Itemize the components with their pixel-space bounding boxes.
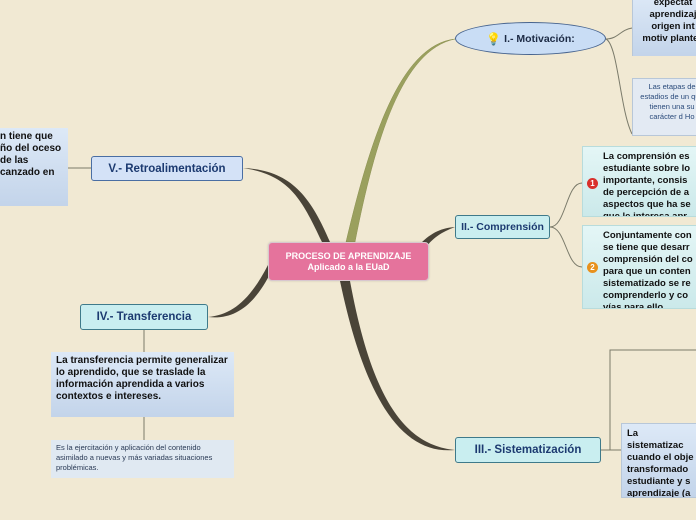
connector-comprension-2: [549, 226, 583, 268]
topic-sistematizacion[interactable]: III.- Sistematización: [455, 437, 601, 463]
central-title-line2: Aplicado a la EUaD: [307, 261, 390, 272]
branch-retroalimentacion: [243, 168, 330, 242]
transferencia-note[interactable]: Es la ejercitación y aplicación del cont…: [51, 440, 234, 478]
priority-1-icon: 1: [587, 178, 598, 189]
connector-comprension-1: [549, 182, 583, 228]
connector-motivacion-note: [605, 38, 633, 135]
transferencia-subtopic-text: La transferencia permite generalizar lo …: [56, 355, 228, 402]
lightbulb-icon: 💡: [486, 31, 502, 46]
motivacion-subtopic[interactable]: expectat aprendizaj origen int motiv pla…: [632, 0, 696, 56]
sistematizacion-subtopic-text: La sistematizac cuando el obje transform…: [627, 428, 694, 498]
branch-transferencia: [208, 265, 272, 318]
topic-comprension[interactable]: II.- Comprensión: [455, 215, 550, 239]
topic-retroalimentacion[interactable]: V.- Retroalimentación: [91, 156, 243, 181]
topic-motivacion-label: I.- Motivación:: [504, 32, 575, 45]
sistematizacion-subtopic[interactable]: La sistematizac cuando el obje transform…: [621, 423, 696, 498]
connector-sistematizacion: [601, 349, 696, 451]
central-topic[interactable]: PROCESO DE APRENDIZAJE Aplicado a la EUa…: [268, 242, 429, 281]
transferencia-note-text: Es la ejercitación y aplicación del cont…: [56, 443, 213, 472]
topic-transferencia-label: IV.- Transferencia: [96, 311, 192, 323]
branch-motivacion: [345, 38, 456, 243]
topic-transferencia[interactable]: IV.- Transferencia: [80, 304, 208, 330]
topic-sistematizacion-label: III.- Sistematización: [474, 444, 582, 456]
connector-motivacion-top: [605, 27, 633, 40]
branch-sistematizacion: [340, 281, 455, 451]
motivacion-note[interactable]: Las etapas de estadios de un que tienen …: [632, 78, 696, 136]
priority-2-icon: 2: [587, 262, 598, 273]
topic-comprension-label: II.- Comprensión: [461, 221, 544, 233]
comprension-subtopic-1-text: La comprensión es estudiante sobre lo im…: [603, 151, 691, 217]
comprension-subtopic-1[interactable]: La comprensión es estudiante sobre lo im…: [582, 146, 696, 217]
topic-motivacion[interactable]: 💡 I.- Motivación:: [455, 22, 606, 55]
motivacion-note-text: Las etapas de estadios de un que tienen …: [640, 82, 696, 121]
retroalimentacion-subtopic[interactable]: n tiene que ño del oceso de las canzado …: [0, 128, 68, 206]
topic-retroalimentacion-label: V.- Retroalimentación: [108, 162, 226, 175]
comprension-subtopic-2-text: Conjuntamente con se tiene que desarr co…: [603, 230, 693, 309]
motivacion-subtopic-text: expectat aprendizaj origen int motiv pla…: [642, 0, 696, 44]
central-title-line1: PROCESO DE APRENDIZAJE: [285, 250, 412, 261]
transferencia-subtopic[interactable]: La transferencia permite generalizar lo …: [51, 352, 234, 417]
comprension-subtopic-2[interactable]: Conjuntamente con se tiene que desarr co…: [582, 225, 696, 309]
retroalimentacion-subtopic-text: n tiene que ño del oceso de las canzado …: [0, 131, 62, 178]
